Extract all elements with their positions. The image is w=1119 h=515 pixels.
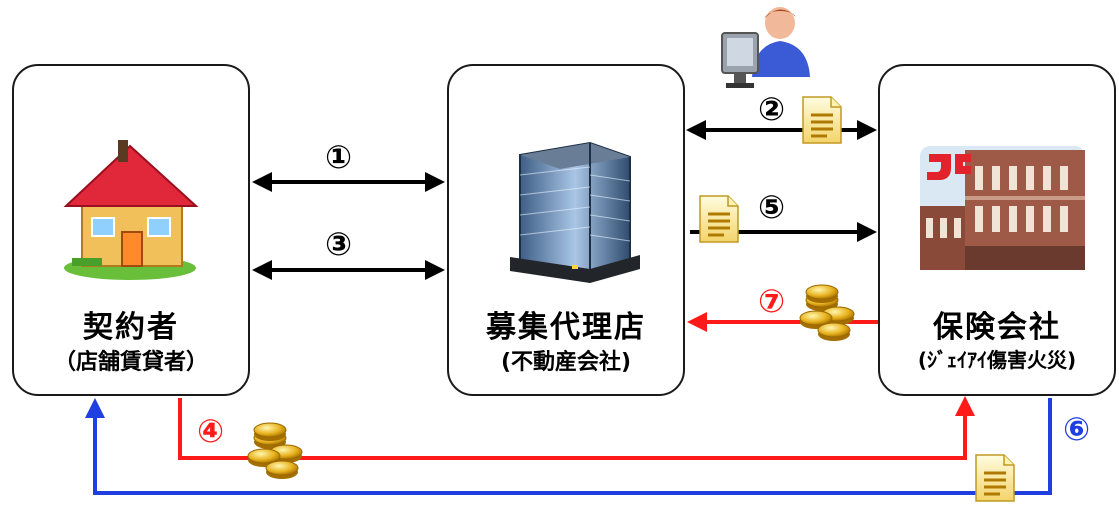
coins-icon-7: [800, 285, 854, 341]
document-icon-6: [974, 453, 1016, 503]
arrow-6: [85, 398, 1052, 495]
house-icon: [63, 140, 199, 280]
step-4-label: ④: [197, 412, 225, 450]
coins-icon-4: [248, 423, 302, 479]
user-computer-icon: [721, 7, 810, 88]
document-icon-2: [801, 95, 843, 145]
contractor-title: 契約者: [83, 310, 179, 345]
arrow-4: [178, 396, 975, 460]
step-2-label: ②: [758, 90, 786, 128]
step-6-label: ⑥: [1063, 410, 1091, 448]
insurer-title: 保険会社: [933, 310, 1061, 345]
company-logo-icon: [927, 154, 971, 180]
step-1-label: ①: [325, 138, 353, 176]
office-building-icon: [510, 141, 640, 283]
agency-title: 募集代理店: [486, 310, 646, 345]
agency-subtitle: (不動産会社): [500, 350, 632, 375]
contractor-subtitle: （店舗賃貸者）: [53, 350, 208, 375]
step-3-label: ③: [325, 225, 353, 263]
insurer-building-icon: [920, 146, 1085, 270]
step-7-label: ⑦: [758, 282, 786, 320]
contractor-box: 契約者 （店舗賃貸者）: [12, 64, 250, 396]
step-5-label: ⑤: [758, 188, 786, 226]
document-icon-5: [698, 194, 740, 244]
insurer-subtitle: (ｼﾞｪｲｱｲ傷害火災): [917, 348, 1077, 372]
